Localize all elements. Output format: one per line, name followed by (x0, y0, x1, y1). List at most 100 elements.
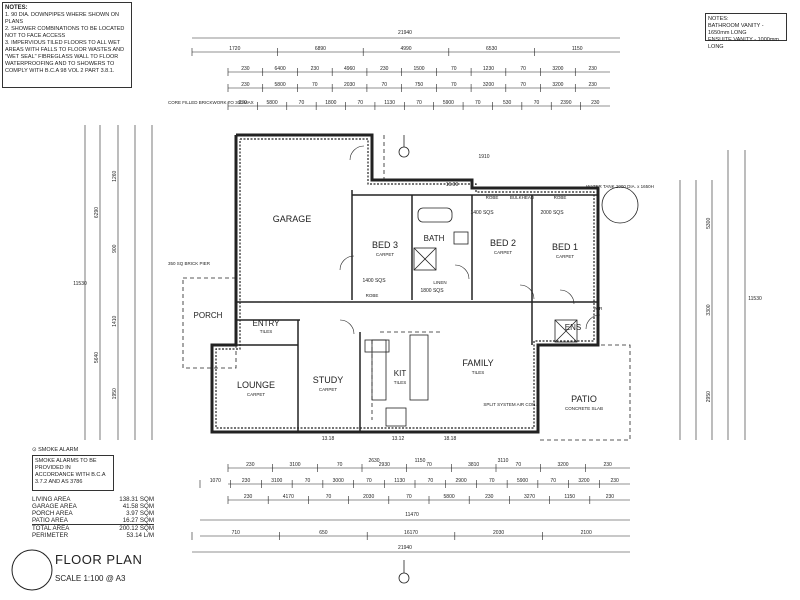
room-bed3: BED 3 (372, 240, 398, 250)
room-lounge-floor: CARPET (247, 392, 266, 397)
label-wir: WIR (594, 306, 603, 311)
label-bulkhead: BULKHEAD (510, 195, 535, 200)
section-a-bottom-marker-icon (398, 572, 410, 584)
dimension-label: 3100 (271, 478, 282, 484)
dimension-inner: 16.09 (446, 182, 459, 188)
internal-walls (212, 190, 598, 432)
room-ens: ENS (565, 323, 581, 332)
dimension-label: 1130 (394, 478, 405, 484)
dimension-total-top: 21940 (398, 30, 412, 36)
dimension-label: 710 (232, 530, 241, 536)
notes-title: NOTES: (5, 5, 28, 11)
room-porch: PORCH (194, 311, 223, 320)
vanity-note-bathroom: BATHROOM VANITY - 1650mm LONG (708, 23, 764, 36)
dimension-label: 3200 (557, 462, 568, 468)
dimension-label: 3100 (289, 462, 300, 468)
room-labels: GARAGE BED 3 CARPET BATH BED 2 CARPET BE… (194, 195, 604, 411)
dimension-label: 5800 (275, 82, 286, 88)
dimension-inner: 2630 (368, 458, 379, 464)
label-brick-pier: 350 SQ BRICK PIER (168, 261, 211, 266)
dimension-label: 1150 (572, 46, 583, 52)
dimension-label: 70 (520, 82, 526, 88)
dimension-label: 70 (337, 462, 343, 468)
label-core-filled: CORE FILLED BRICKWORK TO 300 MAX (168, 100, 254, 105)
bottom-dimensions (192, 467, 630, 553)
dimension-label: 70 (381, 82, 387, 88)
bath-fixtures (413, 207, 578, 343)
dimension-label: 4990 (400, 46, 411, 52)
dimension-label: 6400 (275, 66, 286, 72)
vanity-notes-box: NOTES: BATHROOM VANITY - 1650mm LONG ENS… (705, 13, 787, 50)
smoke-alarm-box: SMOKE ALARMS TO BE PROVIDED IN ACCORDANC… (32, 455, 114, 491)
dimension-label: 230 (485, 494, 494, 500)
dimension-label: 2900 (456, 478, 467, 484)
dimension-label: 70 (312, 82, 318, 88)
dimension-label: 6290 (94, 207, 100, 218)
room-lounge: LOUNGE (237, 380, 275, 390)
dimension-label: 230 (311, 66, 320, 72)
dimension-label: 1800 (325, 100, 336, 106)
dimension-label: 750 (415, 82, 424, 88)
room-bed2: BED 2 (490, 238, 516, 248)
room-kit: KIT (394, 369, 407, 378)
plan-annotations: WATER TANK 2000 DIA. x 1650H CORE FILLED… (168, 100, 654, 266)
dimension-label: 230 (246, 462, 255, 468)
dimension-inner: 1800 SQS (420, 288, 444, 294)
dimension-label: 1260 (112, 170, 118, 181)
room-bed1: BED 1 (552, 242, 578, 252)
notes-box: NOTES: 1. 90 DIA. DOWNPIPES WHERE SHOWN … (2, 2, 132, 88)
dimension-mid-bottom: 11470 (405, 512, 419, 518)
dimension-label: 70 (451, 66, 457, 72)
door-swings (339, 145, 601, 335)
dimension-label: 230 (606, 494, 615, 500)
dimension-label: 70 (426, 462, 432, 468)
dimension-label: 1150 (564, 494, 575, 500)
vanity-note-ensuite: ENSUITE VANITY - 1000mm LONG (708, 37, 780, 50)
dimension-label: 230 (588, 66, 597, 72)
dimension-inner: 2000 SQS (540, 210, 564, 216)
dimension-label: 230 (244, 494, 253, 500)
dimension-label: 1500 (413, 66, 424, 72)
dimension-label: 70 (534, 100, 540, 106)
section-a-marker-icon (398, 146, 410, 158)
dimension-inner: 13.12 (392, 436, 405, 442)
dimension-inner: 1150 (415, 458, 426, 464)
dimension-label: 230 (591, 100, 600, 106)
dimension-label: 1720 (229, 46, 240, 52)
dimension-label: 4960 (344, 66, 355, 72)
dimension-label: 5300 (706, 218, 712, 229)
label-aircon: SPLIT SYSTEM AIR CON. (483, 402, 536, 407)
room-entry-floor: TILES (260, 329, 273, 334)
dimension-label: 70 (416, 100, 422, 106)
top-dimensions (192, 37, 620, 107)
dimension-label: 230 (380, 66, 389, 72)
dimension-label: 5800 (267, 100, 278, 106)
side-dimensions (84, 125, 746, 440)
dimension-label: 3810 (468, 462, 479, 468)
smoke-alarm-text: SMOKE ALARMS TO BE PROVIDED IN ACCORDANC… (35, 458, 106, 485)
label-robe: ROBE (486, 195, 499, 200)
notes-text: 1. 90 DIA. DOWNPIPES WHERE SHOWN ON PLAN… (5, 12, 125, 74)
dimension-label: 70 (520, 66, 526, 72)
dimension-label: 3200 (552, 66, 563, 72)
dimension-label: 70 (299, 100, 305, 106)
dimension-total-left: 11530 (73, 281, 87, 287)
room-family: FAMILY (462, 358, 493, 368)
room-patio-floor: CONCRETE SLAB (565, 406, 603, 411)
label-linen: LINEN (433, 280, 446, 285)
dimension-label: 230 (242, 478, 251, 484)
dimension-label: 70 (475, 100, 481, 106)
title-circle-icon (11, 549, 53, 591)
dimension-label: 650 (319, 530, 328, 536)
drawing-title: FLOOR PLAN (55, 552, 143, 567)
dimension-label: 70 (489, 478, 495, 484)
dimension-label: 2930 (379, 462, 390, 468)
dimension-label: 70 (406, 494, 412, 500)
